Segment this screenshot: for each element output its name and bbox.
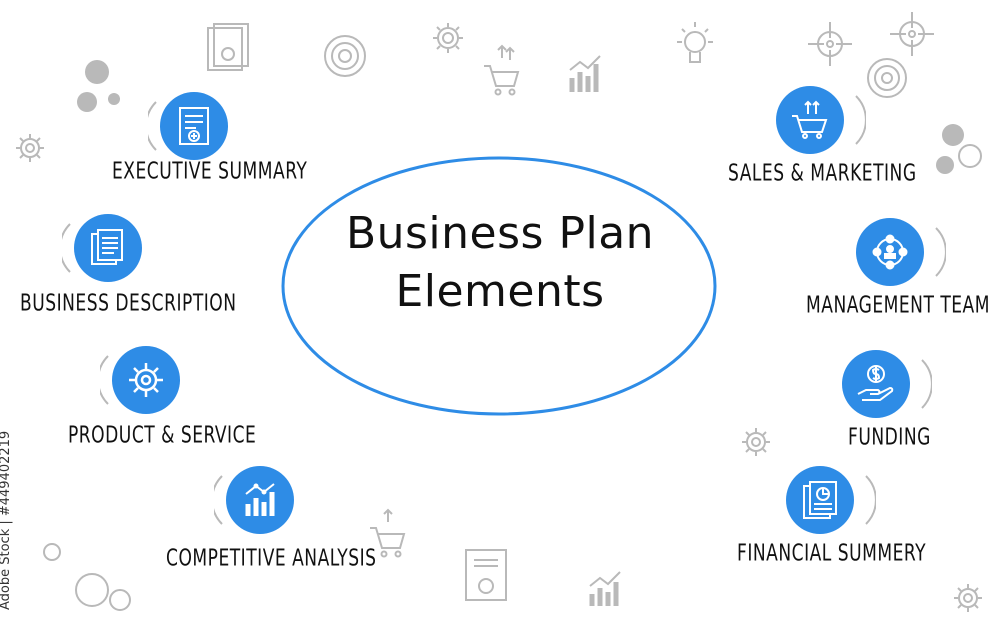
funding-badge <box>842 350 910 418</box>
gear-icon <box>433 23 463 53</box>
report-icon <box>803 481 837 519</box>
title-line-1: Business Plan <box>345 208 655 259</box>
shopping-cart-icon <box>792 100 828 139</box>
label-executive-summary: EXECUTIVE SUMMARY <box>112 158 308 185</box>
target-ring-icon <box>867 58 907 98</box>
gear-icon <box>16 134 44 162</box>
team-icon <box>872 234 908 270</box>
arc-decor <box>935 227 946 277</box>
documents-icon <box>91 229 123 265</box>
circles-decor <box>43 543 131 611</box>
business-description-badge <box>74 214 142 282</box>
bar-chart-icon <box>589 571 621 606</box>
gear-icon <box>742 428 770 456</box>
competitive-analysis-badge <box>226 466 294 534</box>
document-icon <box>465 549 507 601</box>
shopping-cart-icon <box>370 508 406 558</box>
title-line-2: Elements <box>395 266 605 317</box>
sales-marketing-badge <box>776 86 844 154</box>
financial-summery-badge <box>786 466 854 534</box>
label-management-team: MANAGEMENT TEAM <box>806 292 991 319</box>
management-team-badge <box>856 218 924 286</box>
document-icon <box>179 107 209 145</box>
bar-chart-icon <box>569 55 601 92</box>
target-ring-icon <box>324 35 366 77</box>
arc-decor <box>214 475 223 525</box>
diagram-title: Business Plan Elements <box>300 205 700 321</box>
product-service-badge <box>112 346 180 414</box>
hand-dollar-icon <box>857 365 894 401</box>
label-business-description: BUSINESS DESCRIPTION <box>20 290 237 317</box>
label-financial-summery: FINANCIAL SUMMERY <box>737 540 927 567</box>
arc-decor <box>100 355 109 405</box>
label-funding: FUNDING <box>848 424 931 451</box>
arc-decor <box>865 475 876 525</box>
executive-summary-badge <box>160 92 228 160</box>
crosshair-icon <box>808 22 852 66</box>
center-oval <box>281 156 717 416</box>
document-icon <box>207 23 249 71</box>
dots-decor <box>77 60 964 174</box>
gear-icon <box>954 584 982 612</box>
arc-decor <box>921 359 932 409</box>
arc-decor <box>62 223 71 273</box>
stock-watermark: Adobe Stock | #449402219 <box>0 430 13 610</box>
arc-decor <box>148 101 157 151</box>
label-competitive-analysis: COMPETITIVE ANALYSIS <box>166 545 377 572</box>
label-sales-marketing: SALES & MARKETING <box>728 160 917 187</box>
crosshair-icon <box>890 12 934 56</box>
bar-chart-icon <box>245 483 275 516</box>
lightbulb-icon <box>677 22 713 63</box>
gear-icon <box>129 363 163 397</box>
label-product-service: PRODUCT & SERVICE <box>68 422 257 449</box>
shopping-cart-icon <box>484 44 520 96</box>
arc-decor <box>855 95 866 145</box>
